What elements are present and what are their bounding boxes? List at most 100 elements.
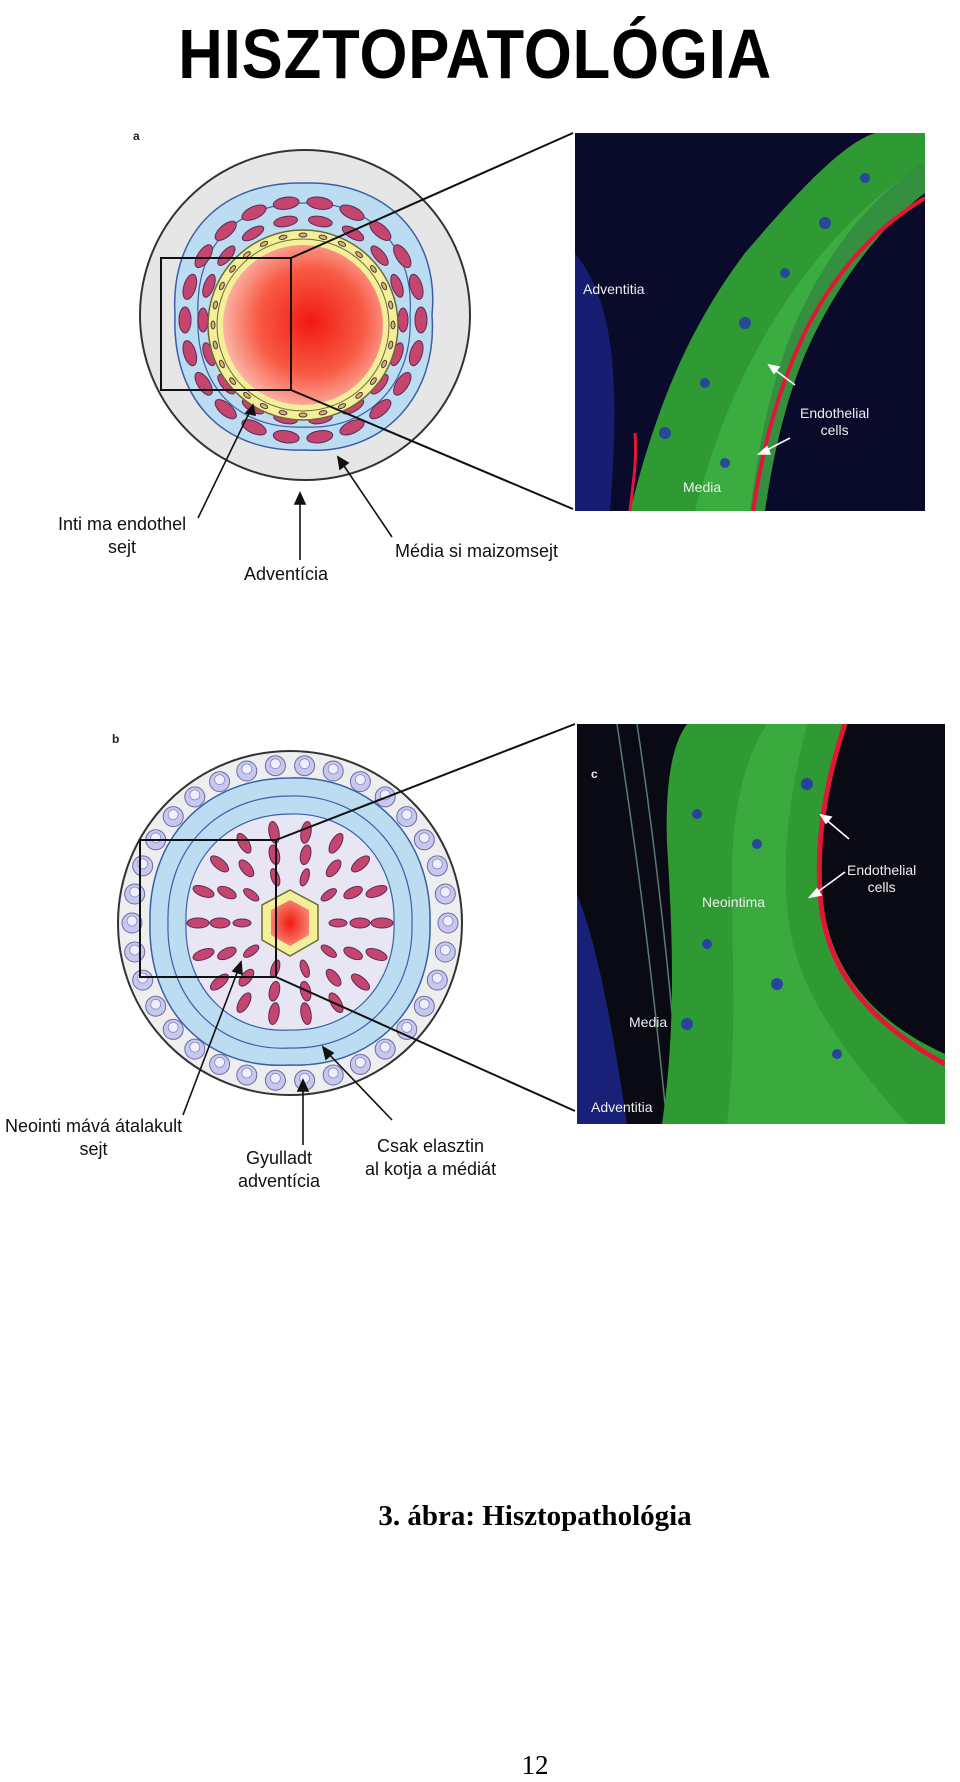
cell <box>390 273 404 298</box>
inflammatory-cell-nucleus <box>299 758 311 770</box>
panel-label-b: b <box>112 732 120 746</box>
cell <box>369 377 377 385</box>
cell <box>268 1002 280 1025</box>
cell <box>217 885 237 900</box>
cell <box>238 859 255 878</box>
cell <box>192 947 215 962</box>
inflammatory-cell-nucleus <box>129 886 141 898</box>
cell <box>178 306 192 334</box>
diagram-normal-artery <box>139 132 574 560</box>
inflammatory-cell-nucleus <box>241 763 253 775</box>
inflammatory-cell-nucleus <box>439 886 451 898</box>
inflammatory-cell-nucleus <box>269 758 281 770</box>
cell <box>243 391 251 399</box>
micro-label-neointima: Neointima <box>702 894 766 910</box>
cell <box>370 245 389 266</box>
cell <box>278 234 288 240</box>
cell <box>229 265 237 273</box>
cell <box>299 868 311 887</box>
inflammatory-cell-nucleus <box>442 915 454 927</box>
cell <box>337 240 347 247</box>
inflammatory-cell-nucleus <box>379 1041 391 1053</box>
cell <box>241 419 267 436</box>
inflammatory-cell-nucleus <box>214 774 226 785</box>
inflammatory-cell-nucleus <box>214 1056 226 1068</box>
label-media-smooth-muscle: Média si maizomsejt <box>395 541 559 561</box>
cell <box>299 844 312 866</box>
inflammatory-cell-nucleus <box>418 998 430 1010</box>
cell <box>209 973 230 991</box>
inflammatory-cell-nucleus <box>269 1072 281 1084</box>
cell <box>318 410 328 416</box>
cell <box>210 320 216 330</box>
cell <box>214 399 237 420</box>
inflammatory-cell-nucleus <box>354 774 366 785</box>
cell <box>370 917 394 929</box>
inflammatory-cell-nucleus <box>327 763 339 775</box>
inflammatory-cell-nucleus <box>189 1041 201 1053</box>
cell <box>214 220 237 241</box>
cell <box>343 946 363 961</box>
cell <box>381 281 388 291</box>
inflammatory-cell-nucleus <box>150 998 162 1010</box>
smooth-muscle-cells <box>178 196 428 444</box>
lumen <box>271 900 309 946</box>
inflammatory-cell-nucleus <box>241 1067 253 1079</box>
cell <box>273 215 298 228</box>
cell <box>212 300 218 310</box>
cell <box>218 359 225 369</box>
cell <box>209 917 231 929</box>
cell <box>328 832 344 854</box>
cell <box>194 244 213 269</box>
neointimal-cells <box>186 821 394 1025</box>
inflammatory-cell-nucleus <box>439 944 451 956</box>
cell <box>390 320 396 330</box>
zoom-box <box>160 257 292 391</box>
panel-label-a: a <box>133 129 140 143</box>
cell <box>408 273 424 300</box>
cell <box>320 888 337 902</box>
cell <box>243 888 260 902</box>
cell <box>192 884 215 899</box>
micro-label-adventitia: Adventitia <box>591 1099 653 1115</box>
cell <box>320 944 337 958</box>
cell <box>325 859 342 878</box>
cell <box>328 918 348 928</box>
label-adventitia: Adventícia <box>244 564 329 584</box>
page-number: 12 <box>521 1750 549 1780</box>
cell <box>186 917 210 929</box>
cell <box>414 306 428 334</box>
diagram-diseased-artery <box>117 723 576 1145</box>
cell <box>259 240 269 247</box>
cell <box>388 340 394 350</box>
micro-panel-label-c: c <box>591 767 598 781</box>
inflammatory-cell-nucleus <box>167 1021 179 1033</box>
inflammatory-cell-nucleus <box>167 809 179 820</box>
cell <box>308 215 333 228</box>
cell <box>218 281 225 291</box>
page-title: HISZTOPATOLÓGIA <box>178 15 773 93</box>
inflammatory-cell-nucleus <box>129 944 141 956</box>
cell <box>388 300 394 310</box>
micro-label-media: Media <box>629 1014 668 1030</box>
cell <box>339 204 365 221</box>
cell <box>268 980 281 1002</box>
cell <box>241 225 265 242</box>
lumen <box>223 245 383 405</box>
inflammatory-cell-nucleus <box>354 1056 366 1068</box>
cell <box>365 947 388 962</box>
cell <box>350 855 371 873</box>
cell <box>182 340 198 367</box>
inflammatory-cell-nucleus <box>401 809 413 820</box>
cell <box>298 232 308 238</box>
cell <box>328 992 344 1014</box>
cell <box>209 855 230 873</box>
cell <box>259 403 269 410</box>
